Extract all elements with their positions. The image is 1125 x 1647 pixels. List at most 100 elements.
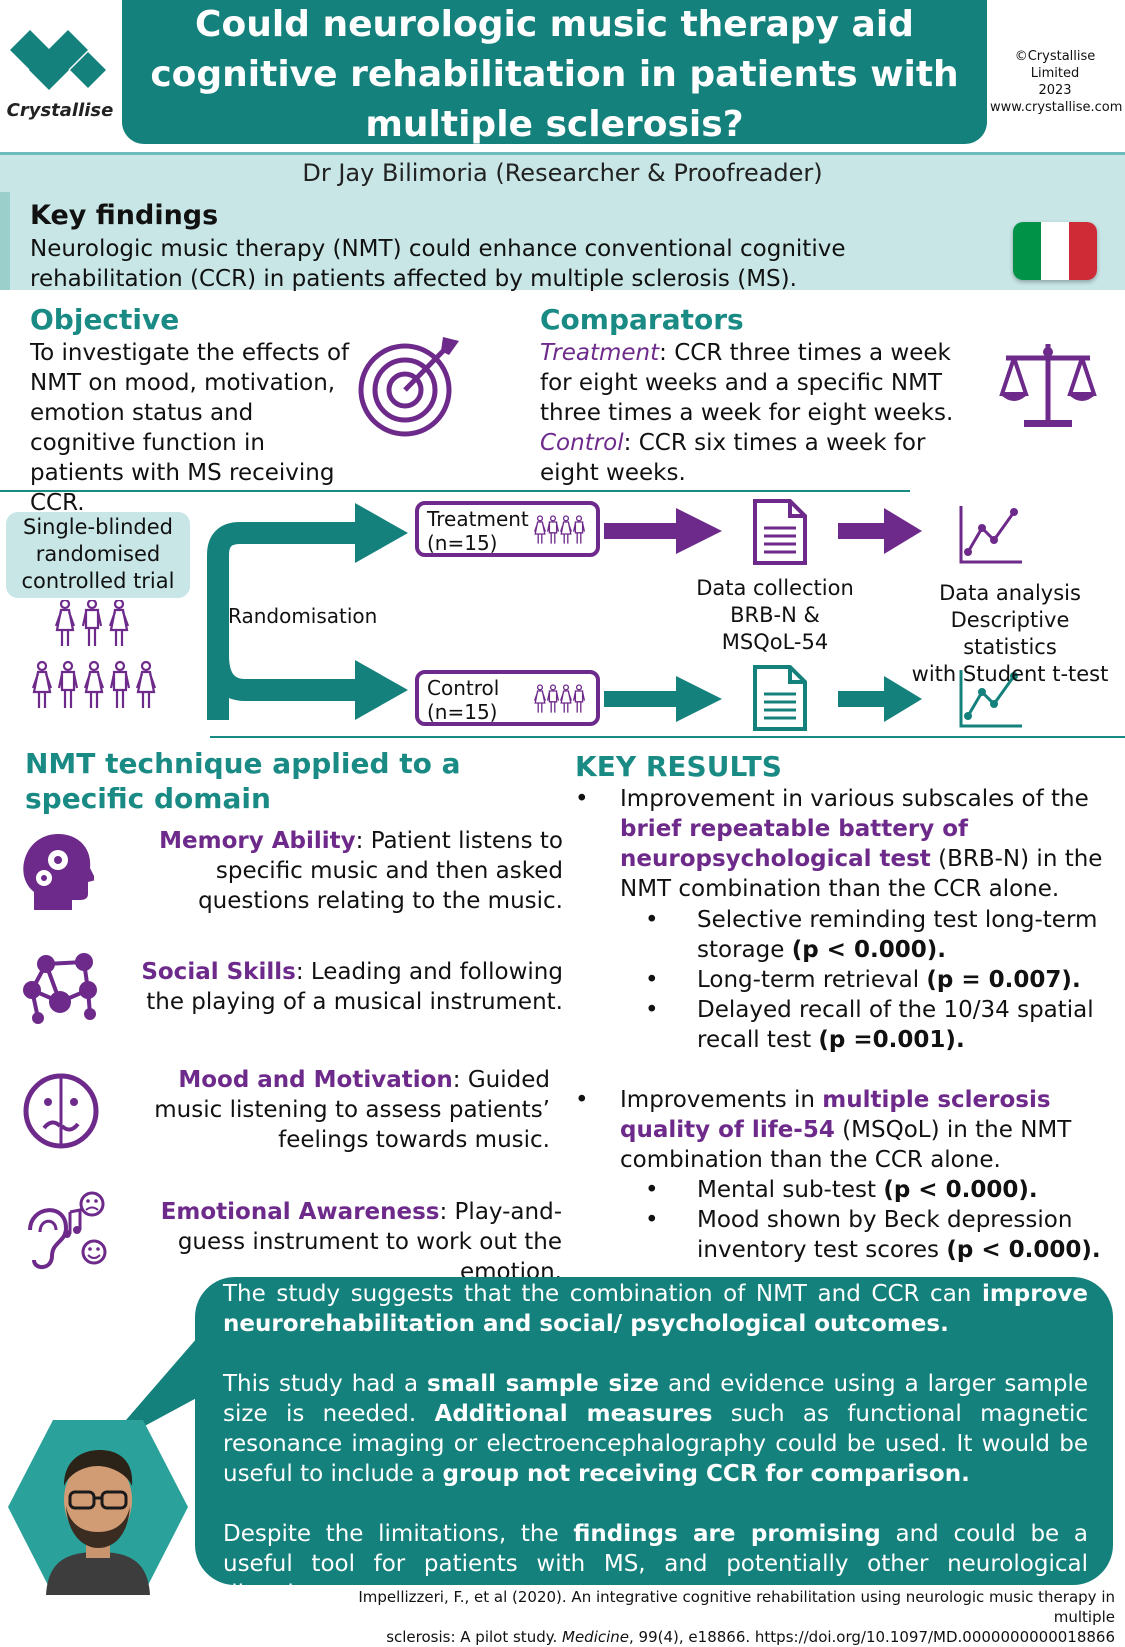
treatment-group-n: (n=15) (427, 531, 498, 555)
nmt-text: : Leading and following the playing of a… (146, 959, 563, 1015)
text-run-bold: improve neurorehabilitation and social/ … (223, 1281, 1088, 1337)
result-text-post: (BRB-N) in the NMT combination than the … (620, 846, 1103, 902)
diamond-logo-icon (10, 30, 106, 90)
reference-line: sclerosis: A pilot study. Medicine, 99(4… (300, 1627, 1115, 1647)
person-icon (546, 684, 560, 713)
p-value: (p < 0.000). (883, 1177, 1038, 1203)
sub-result-text: Delayed recall of the 10/34 spatial reca… (697, 997, 1094, 1053)
flag-stripe-red (1069, 222, 1097, 280)
person-icon (572, 515, 586, 544)
nmt-label: Mood and Motivation (178, 1067, 453, 1093)
title-line: Could neurologic music therapy aid (195, 4, 914, 45)
sub-result-text: Mental sub-test (697, 1177, 884, 1203)
conclusion-paragraph: The study suggests that the combination … (223, 1279, 1088, 1339)
text-run-bold: small sample size (427, 1371, 660, 1397)
copyright-year: 2023 (1038, 83, 1072, 98)
person-icon (533, 684, 547, 713)
purple-arrow-analysis (838, 508, 924, 558)
data-analysis-line: Descriptive statistics (950, 608, 1070, 659)
people-group-icon (30, 598, 170, 729)
nmt-label: Social Skills (141, 959, 296, 985)
flag-stripe-green (1013, 222, 1041, 280)
mood-face-icon (22, 1072, 100, 1154)
result-text-pre: Improvements in (620, 1087, 823, 1113)
nmt-label: Emotional Awareness (160, 1199, 440, 1225)
small-people-icon (533, 684, 589, 718)
person-icon (108, 598, 130, 646)
italy-flag-icon (1013, 222, 1097, 280)
control-text: : CCR six times a week for eight weeks. (540, 430, 926, 486)
copyright-url[interactable]: www.crystallise.com (990, 100, 1123, 115)
social-network-icon (18, 950, 102, 1030)
nmt-text: : Patient listens to specific music and … (198, 828, 563, 914)
section-divider (210, 736, 1125, 738)
poster-title: Could neurologic music therapy aid cogni… (122, 0, 987, 145)
text-run: The study suggests that the combination … (223, 1281, 982, 1307)
nmt-item-mood: Mood and Motivation: Guided music listen… (110, 1065, 550, 1155)
person-icon (135, 660, 157, 708)
copyright-text: ©Crystallise Limited (1014, 49, 1096, 81)
treatment-group-label: Treatment (427, 507, 529, 531)
nmt-title: NMT technique applied to a specific doma… (25, 747, 461, 815)
sub-bullet-marker: • (645, 1177, 659, 1203)
data-collection-label: Data collection BRB-N & MSQoL-54 (690, 575, 860, 656)
result-bullet-msqol: • Improvements in multiple sclerosis qua… (575, 1085, 1110, 1175)
sub-bullet-marker: • (645, 1207, 659, 1233)
author-photo (8, 1420, 188, 1599)
line-chart-icon (958, 668, 1024, 734)
reference-doi[interactable]: , 99(4), e18866. https://doi.org/10.1097… (629, 1628, 1115, 1646)
copyright-block: ©Crystallise Limited 2023 www.crystallis… (990, 48, 1123, 116)
text-run-bold: group not receiving CCR for comparison. (442, 1461, 970, 1487)
document-icon (752, 664, 808, 736)
ear-music-icon (20, 1190, 112, 1280)
document-icon (752, 498, 808, 570)
key-findings-box (0, 192, 1125, 290)
text-run: such as functional magnetic resonance im… (223, 1401, 1088, 1487)
nmt-text: : Guided music listening to assess patie… (154, 1067, 550, 1153)
crystallise-logo (6, 28, 118, 100)
sub-bullet-marker: • (645, 967, 659, 993)
text-run: and evidence using a larger sample size … (223, 1371, 1088, 1427)
result-text-post: (MSQoL) in the NMT combination than the … (620, 1117, 1072, 1173)
person-icon (546, 515, 560, 544)
scales-icon (996, 338, 1100, 437)
conclusion-paragraph: This study had a small sample size and e… (223, 1369, 1088, 1489)
randomisation-arrows (190, 495, 420, 739)
title-line: multiple sclerosis? (365, 104, 744, 145)
person-icon (572, 684, 586, 713)
section-divider (0, 490, 910, 492)
bullet-marker: • (575, 786, 589, 812)
result-text: Improvements in multiple sclerosis quali… (620, 1085, 1110, 1175)
comparators-title: Comparators (540, 303, 744, 336)
text-run: Despite the limitations, the (223, 1521, 574, 1547)
sub-result: • Mental sub-test (p < 0.000). (645, 1175, 1105, 1205)
person-icon (54, 598, 76, 646)
person-icon (81, 598, 103, 646)
conclusion-paragraph: Despite the limitations, the findings ar… (223, 1519, 1088, 1609)
nmt-item-emotional: Emotional Awareness: Play-and-guess inst… (110, 1197, 562, 1287)
key-results-title: KEY RESULTS (575, 750, 782, 783)
data-collection-line: MSQoL-54 (721, 630, 829, 654)
control-group-label: Control (427, 676, 500, 700)
text-run: and could be a useful tool for patients … (223, 1521, 1088, 1607)
result-highlight: multiple sclerosis quality of life-54 (620, 1087, 1051, 1143)
person-icon (57, 660, 79, 708)
conclusion-bubble (195, 1277, 1113, 1585)
sub-result-text: Mood shown by Beck depression inventory … (697, 1207, 1073, 1263)
treatment-label: Treatment (540, 340, 660, 366)
text-run: This study had a (223, 1371, 428, 1397)
title-line: cognitive rehabilitation in patients wit… (150, 54, 959, 95)
sub-result: • Long-term retrieval (p = 0.007). (645, 965, 1105, 995)
sub-result-text: Selective reminding test long-term stora… (697, 907, 1098, 963)
data-collection-line: Data collection (696, 576, 854, 600)
key-findings-text: Neurologic music therapy (NMT) could enh… (30, 236, 846, 292)
p-value: (p = 0.007). (926, 967, 1081, 993)
p-value: (p < 0.000). (791, 937, 946, 963)
reference-text: sclerosis: A pilot study. (386, 1628, 562, 1646)
randomisation-label: Randomisation (228, 604, 378, 628)
head-gears-icon (22, 832, 96, 914)
author-line: Dr Jay Bilimoria (Researcher & Proofread… (0, 152, 1125, 192)
data-analysis-line: Data analysis (939, 581, 1081, 605)
sub-result: • Delayed recall of the 10/34 spatial re… (645, 995, 1105, 1055)
teal-arrow-control (604, 676, 724, 726)
